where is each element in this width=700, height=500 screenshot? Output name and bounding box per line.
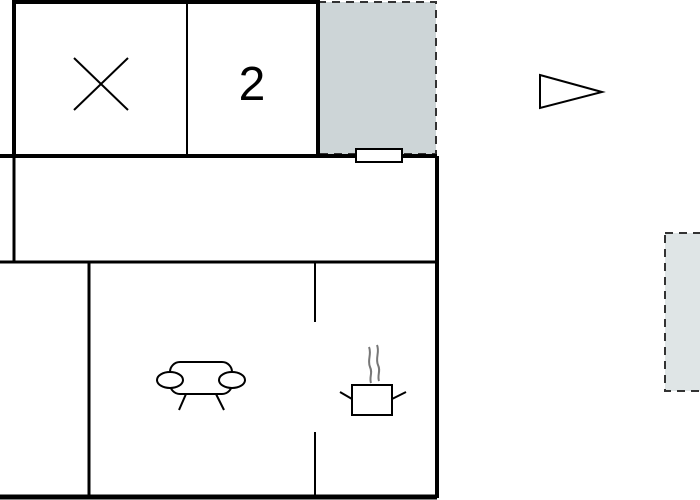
hallway — [0, 154, 439, 498]
side-terrace-area — [664, 232, 700, 392]
room-number-label: 2 — [239, 58, 266, 111]
north-arrow-icon — [539, 73, 606, 110]
lower-rooms — [0, 262, 437, 500]
window — [355, 148, 403, 163]
cooking-pot-icon — [339, 344, 407, 416]
cross-icon — [73, 57, 129, 111]
terrace-area — [317, 1, 437, 155]
sofa-icon — [156, 361, 246, 411]
upper-rooms — [12, 0, 320, 158]
